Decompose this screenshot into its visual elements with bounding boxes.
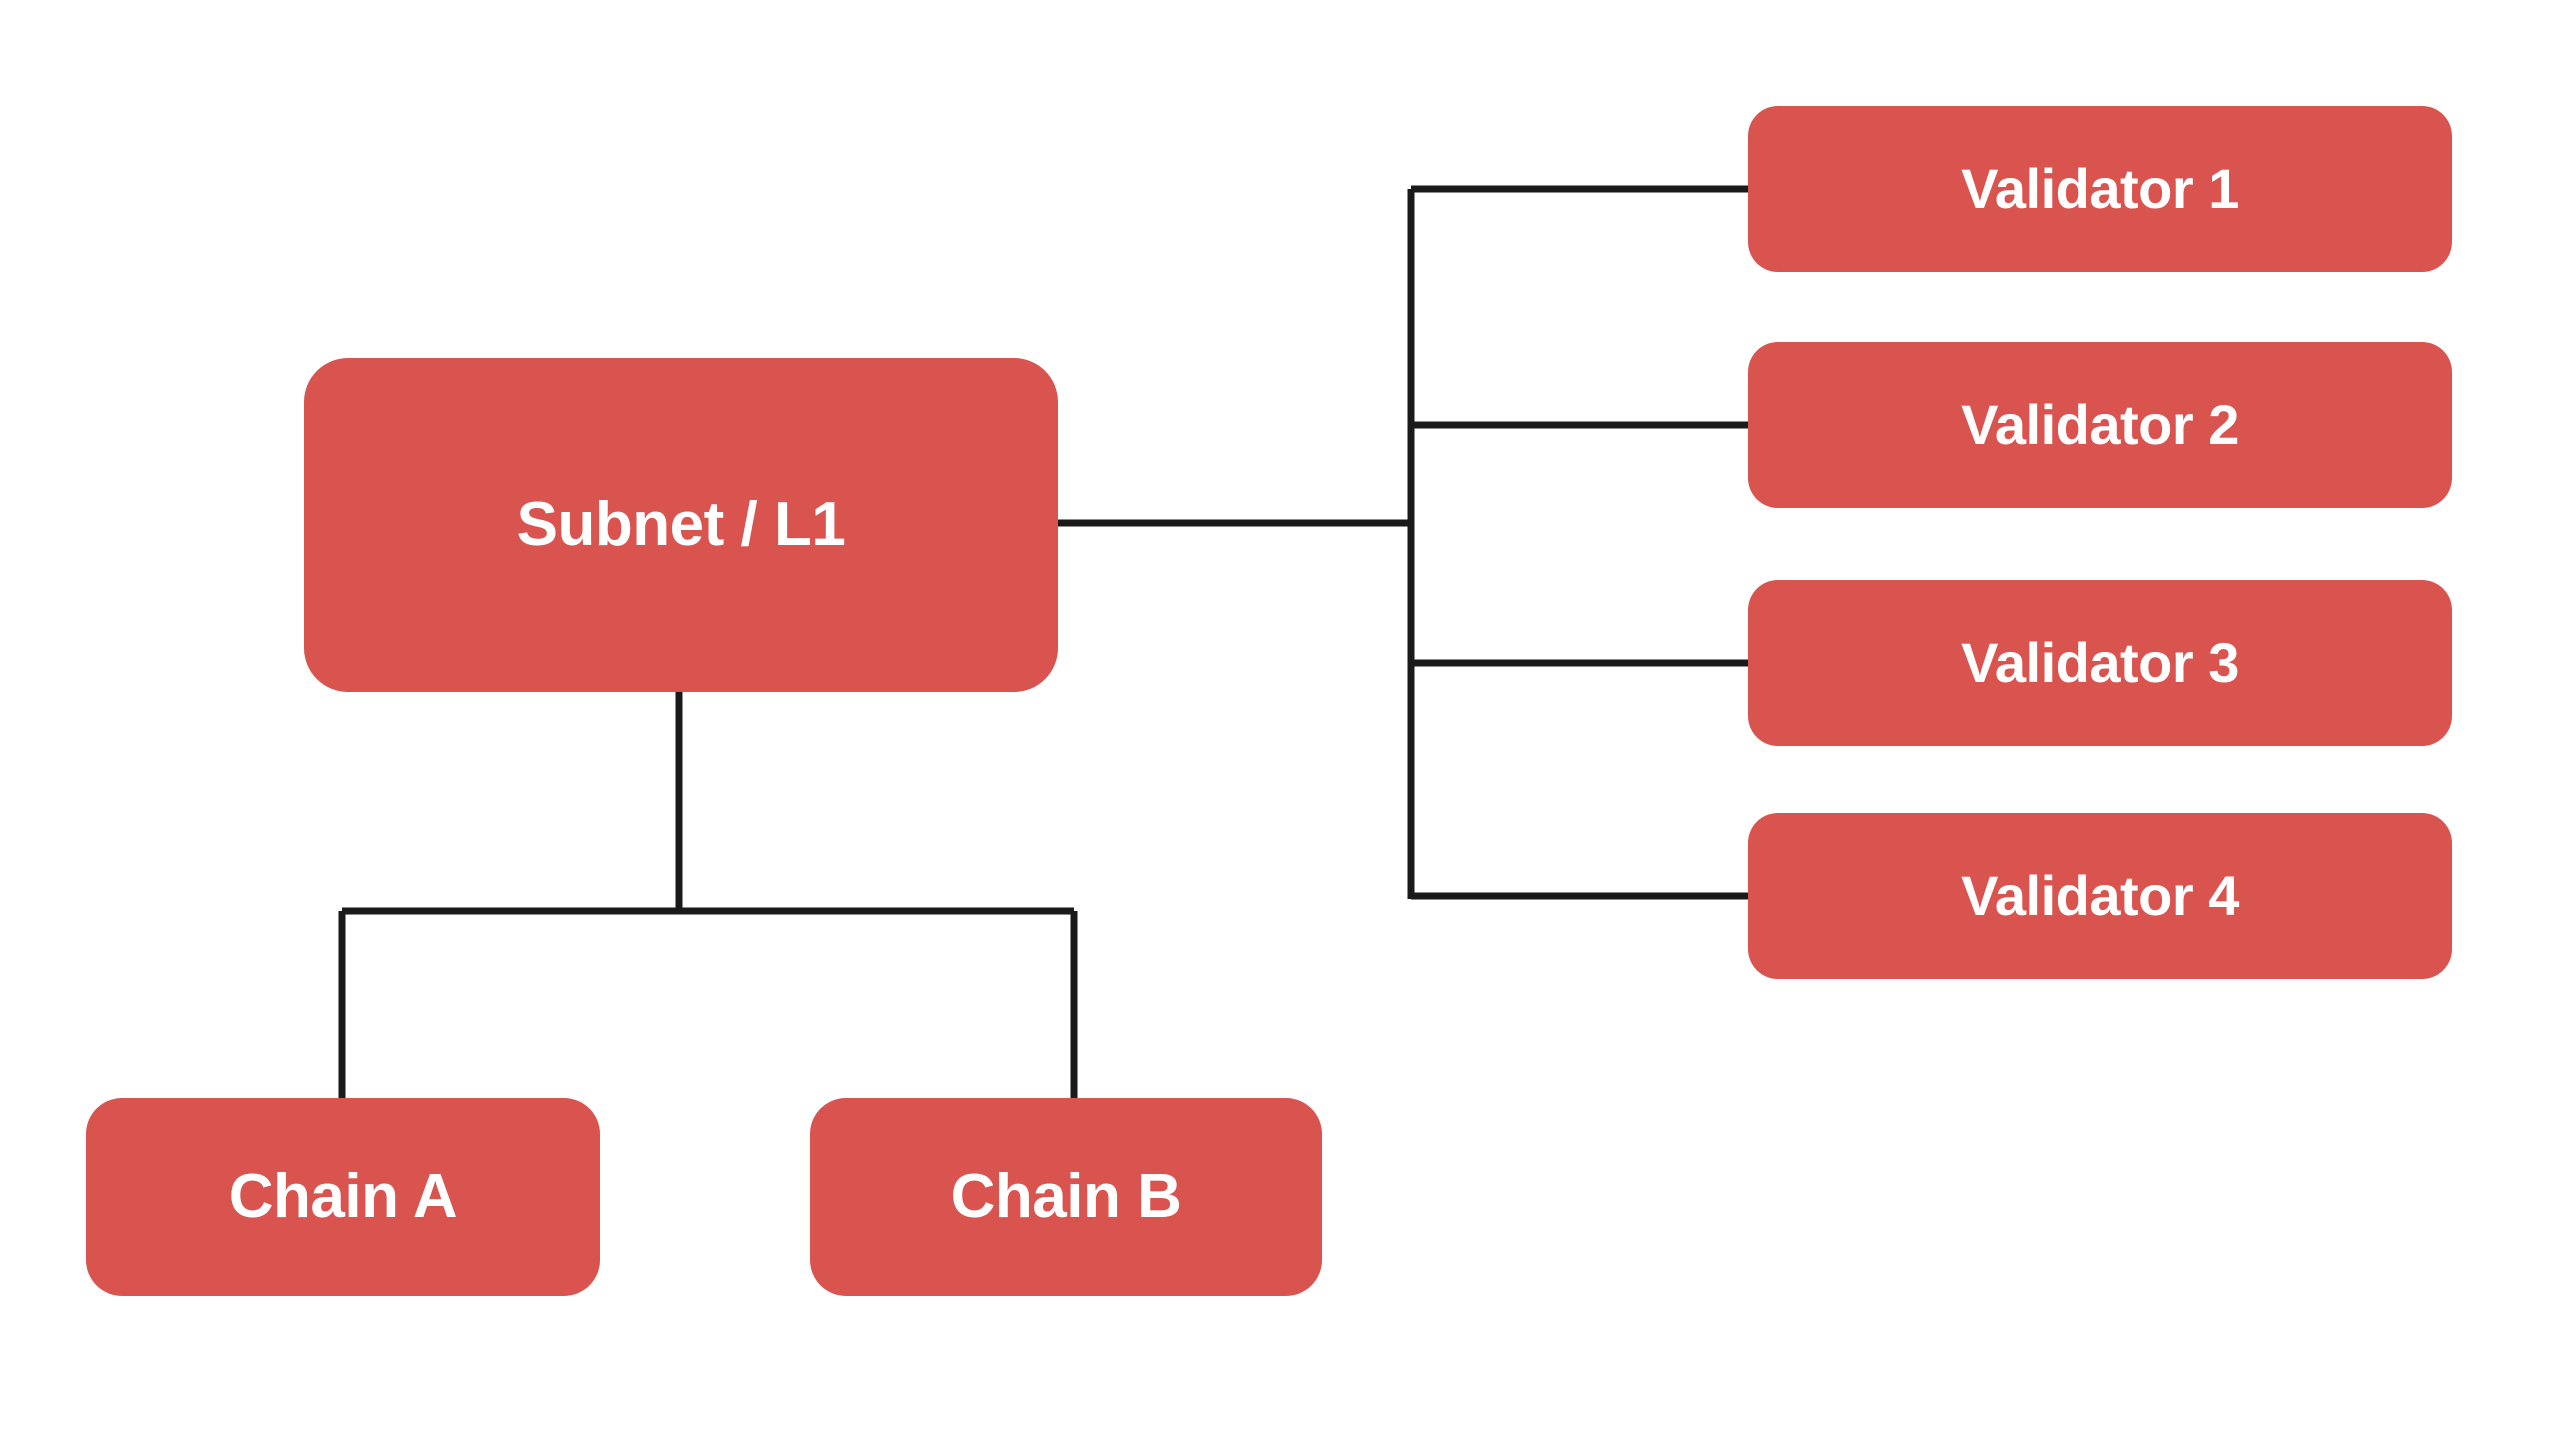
node-subnet-l1-label: Subnet / L1 xyxy=(516,490,846,559)
node-validator-1[interactable]: Validator 1 xyxy=(1748,106,2452,272)
node-chain-a-label: Chain A xyxy=(228,1162,458,1231)
node-validator-4-label: Validator 4 xyxy=(1961,864,2239,927)
node-chain-a[interactable]: Chain A xyxy=(86,1098,600,1296)
node-validator-2[interactable]: Validator 2 xyxy=(1748,342,2452,508)
node-validator-4[interactable]: Validator 4 xyxy=(1748,813,2452,979)
node-chain-b[interactable]: Chain B xyxy=(810,1098,1322,1296)
node-validator-2-label: Validator 2 xyxy=(1961,393,2239,456)
node-chain-b-label: Chain B xyxy=(950,1162,1182,1231)
node-subnet-l1[interactable]: Subnet / L1 xyxy=(304,358,1058,692)
node-validator-1-label: Validator 1 xyxy=(1961,157,2239,220)
node-validator-3[interactable]: Validator 3 xyxy=(1748,580,2452,746)
node-validator-3-label: Validator 3 xyxy=(1961,631,2239,694)
